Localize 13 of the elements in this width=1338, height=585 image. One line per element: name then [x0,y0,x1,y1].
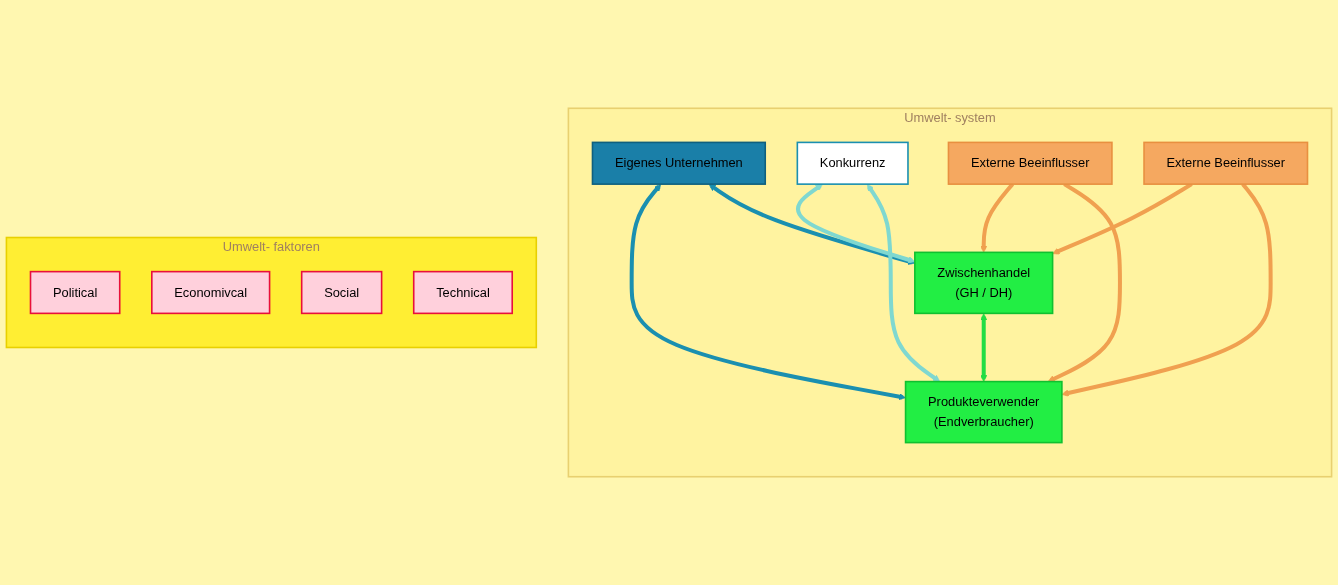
node-box: Economivcal [151,270,271,315]
node-box: Zwischenhandel (GH / DH) [914,251,1054,315]
node-box: Technical [412,270,514,315]
node-box: Produkteverwender (Endverbraucher) [904,380,1063,444]
node-box: Eigenes Unternehmen [591,141,767,185]
node-box: Externe Beeinflusser [947,141,1113,185]
node-box: Externe Beeinflusser [1143,141,1309,185]
node-box: Konkurrenz [796,141,909,185]
arrow [629,184,906,401]
arrow [980,313,988,382]
node-box: Social [300,270,383,315]
arrow [867,184,941,382]
node-box: Political [29,270,121,315]
